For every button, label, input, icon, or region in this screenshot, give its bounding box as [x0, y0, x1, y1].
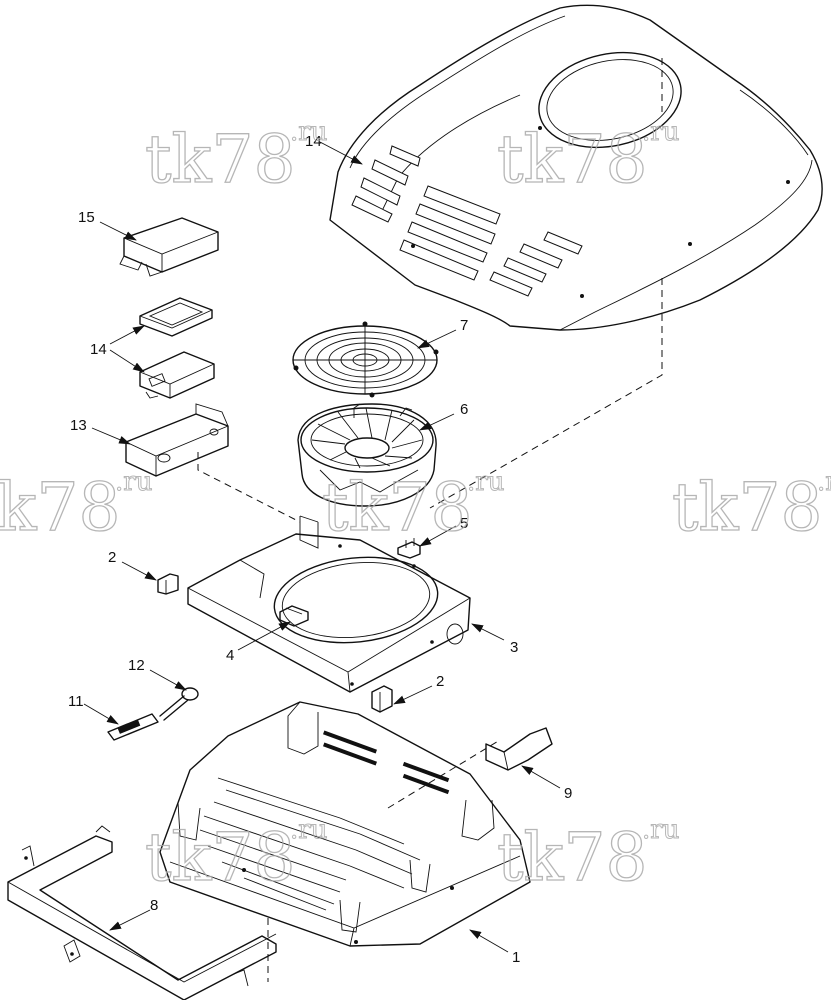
cover-louvers-center: [399, 185, 501, 281]
callout-5: 5: [460, 515, 468, 532]
part-9-angle-bracket: [485, 727, 553, 771]
part-1-base-pan: [159, 701, 531, 947]
watermark-2: tk78: [497, 121, 648, 198]
watermark-7: tk78: [497, 819, 648, 896]
callout-2-upper: 2: [108, 549, 116, 566]
callout-9: 9: [564, 785, 572, 802]
part-14-gasket-frame: [139, 297, 213, 337]
part-7-fan-guard: [292, 321, 439, 398]
callout-14: 14: [90, 341, 107, 358]
callout-7: 7: [460, 317, 468, 334]
part-15-electrical-cover: [119, 217, 219, 277]
callout-12: 12: [128, 657, 145, 674]
watermark-3: tk78: [0, 469, 121, 546]
cover-louvers-right: [489, 231, 583, 297]
watermark-4: tk78: [322, 469, 473, 546]
callout-3: 3: [510, 639, 518, 656]
watermark-6-suffix: .ru: [290, 815, 327, 845]
watermark-1-suffix: .ru: [290, 117, 327, 147]
part-2-bracket-upper: [157, 573, 179, 595]
watermark-7-suffix: .ru: [642, 815, 679, 845]
part-2-bracket-lower: [371, 685, 393, 713]
watermark-2-suffix: .ru: [642, 117, 679, 147]
part-8-mounting-frame: [7, 825, 277, 1000]
watermark-6: tk78: [145, 819, 296, 896]
part-3-shroud-plate: [187, 515, 471, 693]
callout-1: 1: [512, 949, 520, 966]
callout-13: 13: [70, 417, 87, 434]
part-4-clip: [279, 605, 309, 627]
watermark-5-suffix: .ru: [817, 467, 831, 497]
base-pan-vent-slots: [199, 777, 421, 911]
part-12-tool: [159, 687, 199, 721]
watermarks: tk78 .ru tk78 .ru tk78 .ru tk78 .ru tk78…: [0, 117, 831, 897]
callout-15: 15: [78, 209, 95, 226]
part-11-label-plate: [107, 713, 159, 741]
part-13-channel-box: [125, 403, 229, 477]
callout-2-lower: 2: [436, 673, 444, 690]
callout-labels: 14 15 14 13 7 6 5 2 4 3 2 12 11 9 8 1: [68, 133, 572, 966]
callout-6: 6: [460, 401, 468, 418]
callout-4: 4: [226, 647, 234, 664]
watermark-5: tk78: [672, 469, 823, 546]
cover-louvers-left: [351, 145, 421, 223]
part-14-box: [139, 351, 215, 399]
part-5-bracket: [397, 538, 421, 559]
leader-arrows: [83, 141, 561, 953]
watermark-1: tk78: [145, 121, 296, 198]
watermark-4-suffix: .ru: [467, 467, 504, 497]
callout-8: 8: [150, 897, 158, 914]
watermark-3-suffix: .ru: [115, 467, 152, 497]
callout-11: 11: [68, 693, 84, 710]
part-6-fan: [297, 403, 437, 507]
callout-10: 14: [305, 133, 322, 150]
part-10-top-cover: [329, 4, 823, 331]
